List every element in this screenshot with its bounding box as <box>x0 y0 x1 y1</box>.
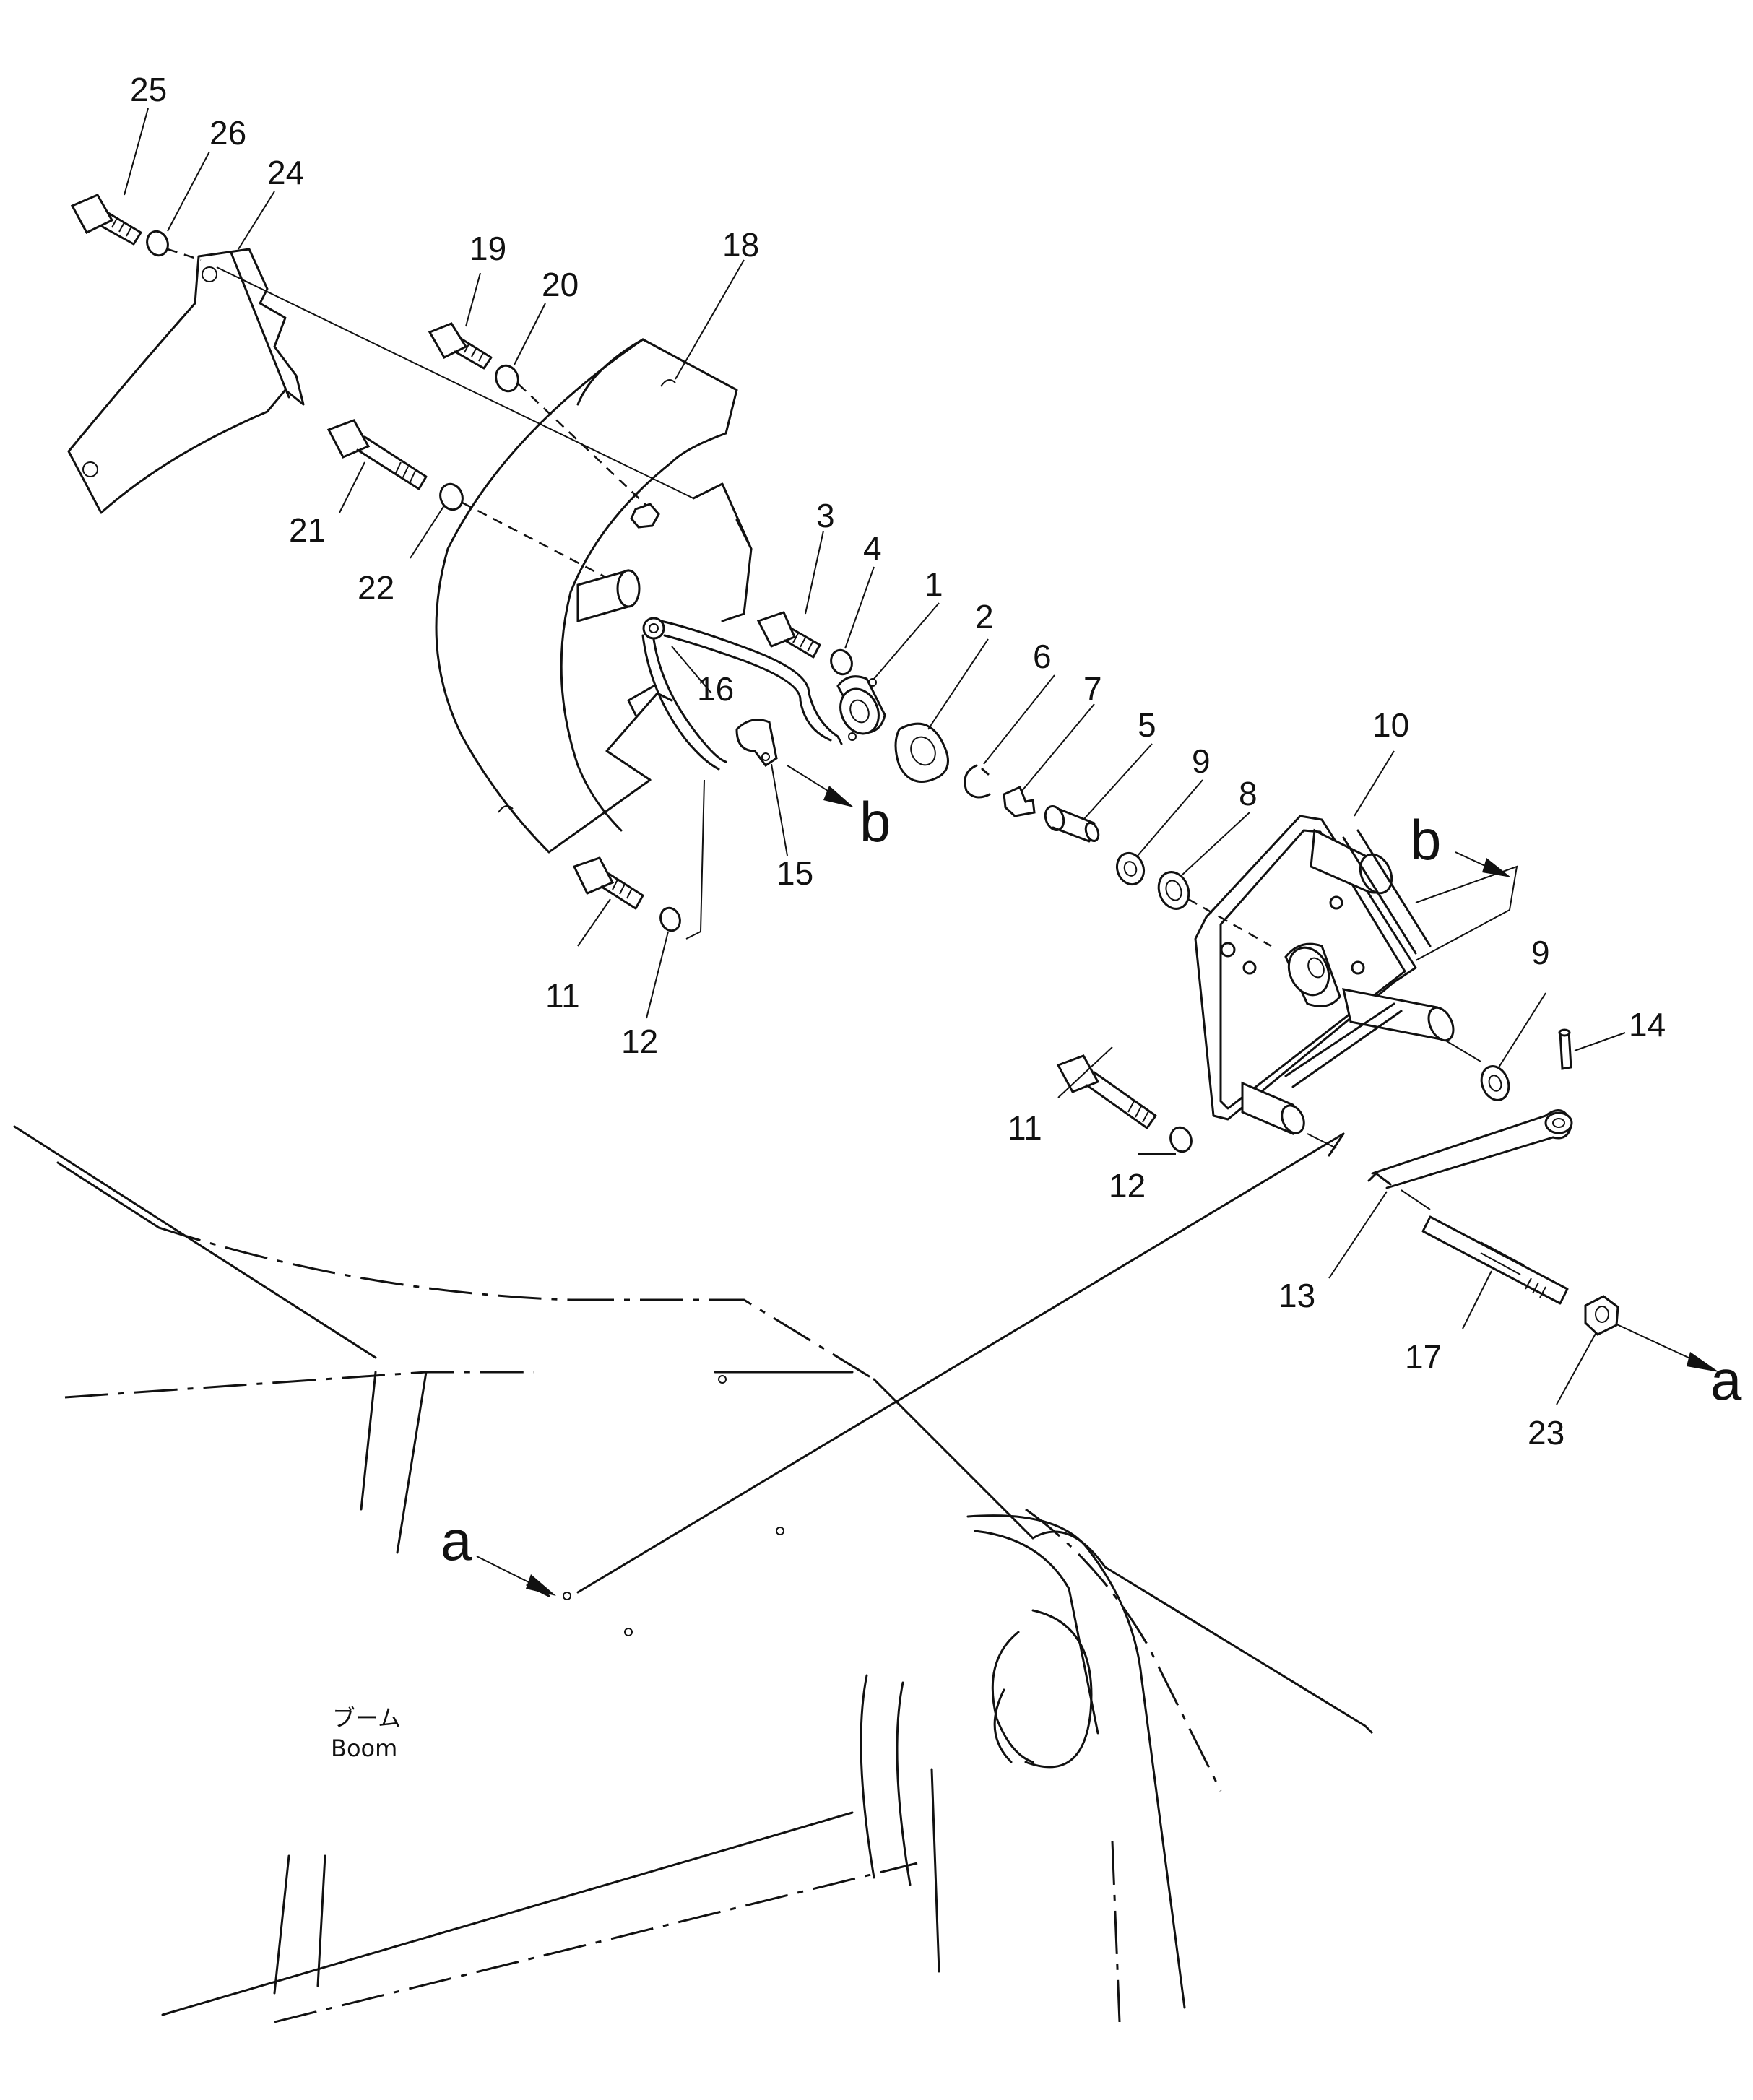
leader-lines <box>124 108 1626 1405</box>
washer-12-right <box>1169 1126 1193 1153</box>
bolt-20 <box>428 322 493 370</box>
bolt-11-left <box>572 856 644 910</box>
cover-19 <box>435 338 753 854</box>
ref-letter-b-right: b <box>1410 808 1441 872</box>
callout-19: 18 <box>722 226 759 264</box>
callout-11-right: 11 <box>1008 1109 1042 1147</box>
washer-12-left <box>659 906 681 932</box>
callout-21: 20 <box>542 266 579 303</box>
bearing-9-lower <box>1480 1065 1510 1101</box>
ref-letter-a-right: a <box>1710 1348 1742 1412</box>
cable-18 <box>627 617 843 771</box>
callout-4: 4 <box>863 529 882 567</box>
bolt-22 <box>326 419 428 490</box>
ref-arrow-b-left <box>787 765 854 807</box>
ref-arrow-b-right <box>1455 851 1511 877</box>
callout-1: 1 <box>925 565 943 603</box>
callout-13: 13 <box>1278 1277 1315 1314</box>
callout-22: 21 <box>289 511 326 549</box>
gasket-2 <box>894 722 949 783</box>
bolt-3 <box>756 611 821 659</box>
sensor-1 <box>836 675 886 741</box>
callout-7: 7 <box>1083 670 1102 708</box>
callout-12-right: 12 <box>1109 1167 1146 1205</box>
callout-6: 6 <box>1033 638 1052 675</box>
washer-23 <box>439 482 464 511</box>
pin-5 <box>1044 805 1100 843</box>
boom-label-en: Boom <box>331 1735 397 1762</box>
rod-13 <box>1367 1109 1573 1210</box>
callout-12-left: 12 <box>621 1023 658 1060</box>
callout-8: 8 <box>1239 775 1258 812</box>
bolt-15 <box>1421 1215 1569 1305</box>
callout-11-left: 11 <box>545 977 580 1015</box>
pin-14 <box>1558 1028 1572 1070</box>
callout-18: 16 <box>697 670 734 708</box>
boom-label-jp: ブーム <box>332 1704 401 1732</box>
bolt-11-right <box>1056 1054 1157 1129</box>
assembly-axis-line <box>216 266 694 499</box>
ref-arrow-a-left <box>476 1556 556 1596</box>
bolt-25 <box>70 194 142 246</box>
callout-14: 14 <box>1629 1006 1666 1044</box>
washer-4 <box>830 648 853 676</box>
callout-2: 2 <box>975 598 994 635</box>
washer-21 <box>495 364 519 393</box>
callout-25: 25 <box>130 71 167 108</box>
callout-17: 15 <box>776 854 813 892</box>
callout-labels: 25 26 24 19 20 18 21 22 3 4 1 2 6 7 5 9 … <box>130 71 1666 1452</box>
callout-26: 26 <box>209 114 246 152</box>
callout-3: 3 <box>816 497 835 534</box>
callout-9-upper: 9 <box>1192 742 1211 780</box>
part-7 <box>1003 785 1036 817</box>
callout-23: 22 <box>358 569 394 607</box>
bearing-9-upper <box>1115 851 1146 886</box>
ref-letter-a-left: a <box>441 1509 472 1572</box>
callout-16: 23 <box>1528 1414 1564 1452</box>
callout-15: 17 <box>1405 1338 1442 1376</box>
bushing-8 <box>1157 871 1190 910</box>
callout-20: 19 <box>469 230 506 267</box>
callout-24: 24 <box>267 154 304 191</box>
callout-10: 10 <box>1372 706 1409 744</box>
snap-ring-6 <box>964 764 991 799</box>
ref-arrow-a-right <box>1610 1321 1719 1372</box>
callout-9-lower: 9 <box>1531 934 1550 971</box>
ref-letter-b-left: b <box>860 790 891 854</box>
clamp-17 <box>685 719 778 940</box>
lever-assembly-10 <box>1194 815 1518 1149</box>
washer-26 <box>146 230 169 257</box>
callout-5: 5 <box>1138 706 1156 744</box>
boom-structure <box>13 1125 1374 2023</box>
bracket-24 <box>67 248 305 514</box>
nut-16 <box>1584 1295 1619 1336</box>
